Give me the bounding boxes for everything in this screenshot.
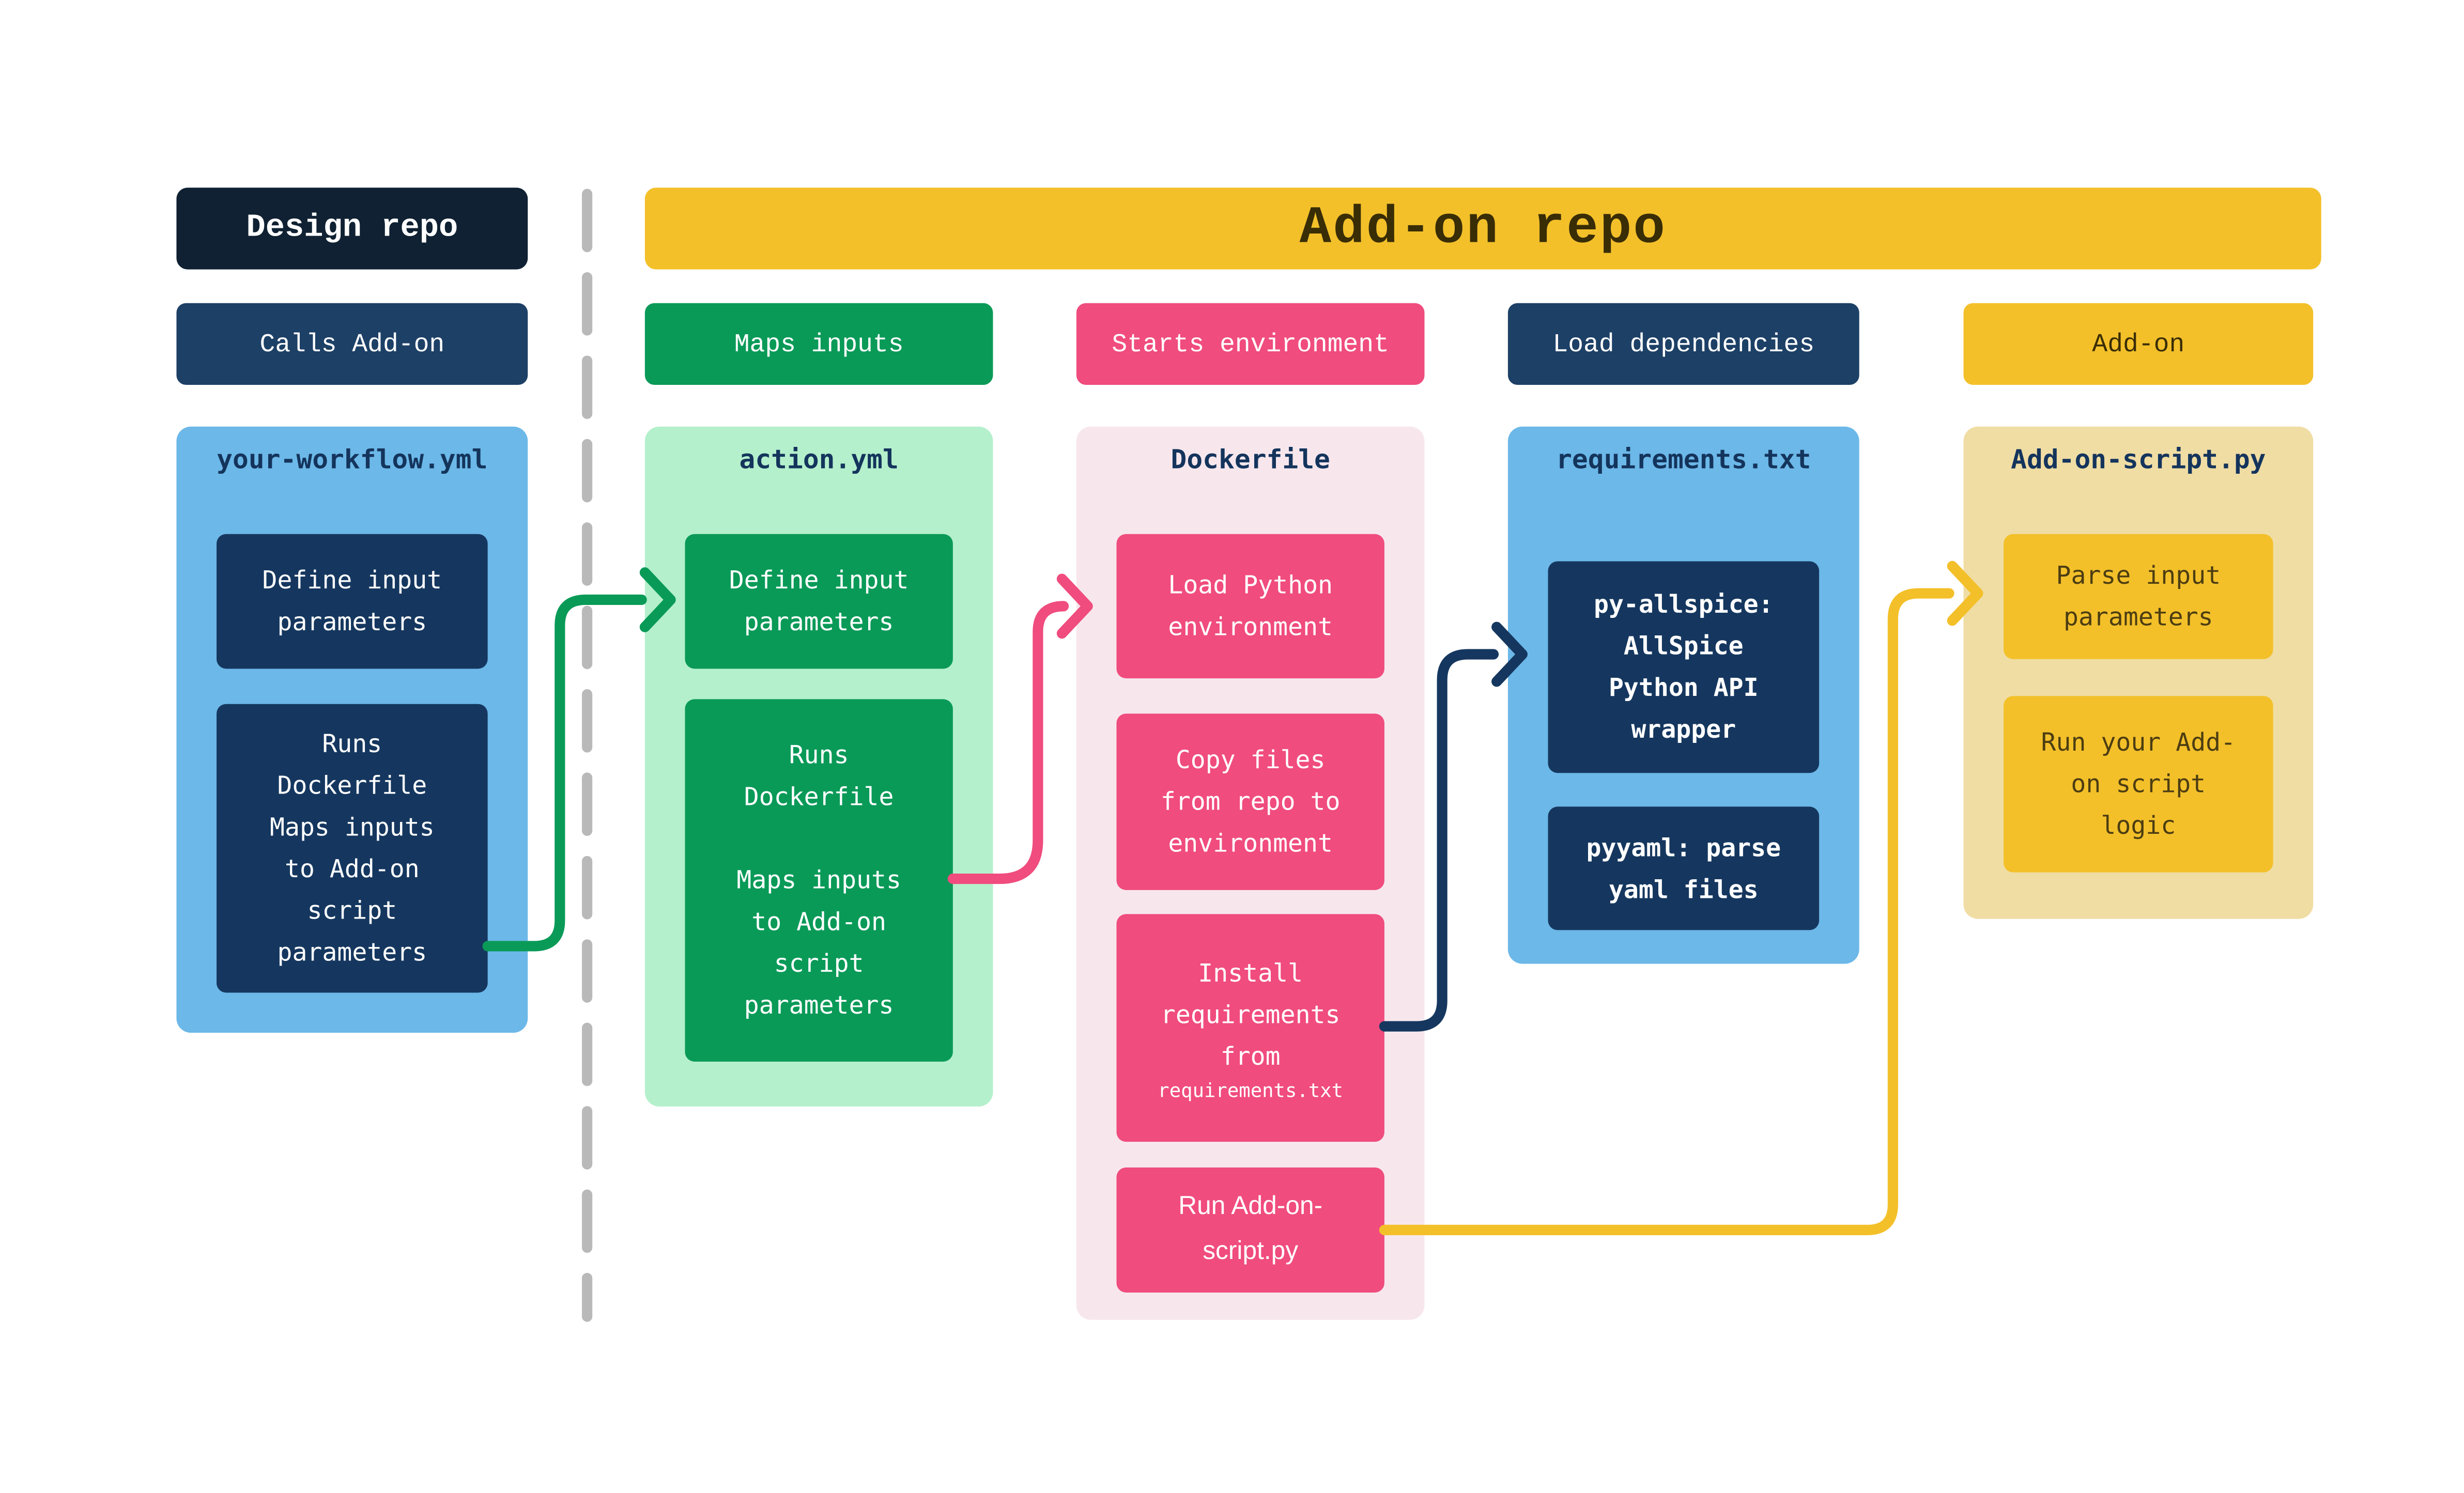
- step-label: py-allspice: AllSpice Python API wrapper: [1593, 590, 1774, 744]
- file-action-yml: action.yml Define input parameters Runs …: [644, 426, 993, 1107]
- step-label: Parse input parameters: [2056, 561, 2221, 632]
- tag-starts-environment: Starts environment: [1076, 303, 1425, 385]
- step-install-requirements: Install requirements from requirements.t…: [1116, 914, 1384, 1142]
- step-copy-files: Copy files from repo to environment: [1116, 713, 1384, 890]
- tag-maps-inputs: Maps inputs: [644, 303, 993, 385]
- step-py-allspice: py-allspice: AllSpice Python API wrapper: [1548, 561, 1820, 773]
- step-label: Define input parameters: [729, 566, 909, 637]
- design-repo-label: Design repo: [246, 210, 458, 247]
- step-label: pyyaml: parse yaml files: [1586, 833, 1781, 904]
- step-run-your-addon-logic: Run your Add- on script logic: [2004, 696, 2273, 873]
- step-label: Runs Dockerfile Maps inputs to Add-on sc…: [270, 729, 435, 967]
- tag-addon: Add-on: [1963, 303, 2314, 385]
- file-requirements-txt: requirements.txt py-allspice: AllSpice P…: [1507, 426, 1859, 964]
- tag-load-dependencies: Load dependencies: [1507, 303, 1859, 385]
- file-title: Add-on-script.py: [2011, 444, 2266, 475]
- design-repo-header: Design repo: [176, 188, 528, 270]
- tag-calls-addon: Calls Add-on: [176, 303, 528, 385]
- step-define-input-parameters: Define input parameters: [217, 534, 488, 669]
- step-label: Define input parameters: [262, 566, 442, 637]
- step-label: Install requirements from: [1160, 958, 1341, 1071]
- file-title: Dockerfile: [1171, 444, 1330, 475]
- tag-label: Add-on: [2092, 329, 2185, 359]
- step-label: Run Add-on- script.py: [1178, 1193, 1323, 1266]
- step-label: Copy files from repo to environment: [1160, 745, 1341, 858]
- file-dockerfile: Dockerfile Load Python environment Copy …: [1076, 426, 1425, 1320]
- step-load-python-environment: Load Python environment: [1116, 534, 1384, 679]
- step-run-addon-script: Run Add-on- script.py: [1116, 1167, 1384, 1293]
- step-parse-input-parameters: Parse input parameters: [2004, 534, 2273, 659]
- file-title: your-workflow.yml: [217, 444, 488, 475]
- step-pyyaml: pyyaml: parse yaml files: [1548, 806, 1820, 930]
- step-define-input-parameters: Define input parameters: [685, 534, 953, 669]
- step-code-label: requirements.txt: [1158, 1078, 1344, 1101]
- step-label: Load Python environment: [1168, 571, 1333, 642]
- file-your-workflow-yml: your-workflow.yml Define input parameter…: [176, 426, 528, 1033]
- addon-repo-header: Add-on repo: [644, 188, 2321, 270]
- tag-label: Maps inputs: [734, 329, 904, 359]
- addon-repo-label: Add-on repo: [1299, 198, 1667, 258]
- step-runs-dockerfile-maps-inputs: Runs Dockerfile Maps inputs to Add-on sc…: [685, 699, 953, 1062]
- file-addon-script-py: Add-on-script.py Parse input parameters …: [1963, 426, 2314, 919]
- step-label: Run your Add- on script logic: [2041, 728, 2236, 841]
- step-runs-dockerfile-maps-inputs: Runs Dockerfile Maps inputs to Add-on sc…: [217, 704, 488, 993]
- tag-label: Starts environment: [1112, 329, 1389, 359]
- step-label: Runs Dockerfile Maps inputs to Add-on sc…: [736, 741, 902, 1020]
- tag-label: Calls Add-on: [259, 329, 445, 359]
- file-title: action.yml: [739, 444, 899, 475]
- file-title: requirements.txt: [1556, 444, 1811, 475]
- tag-label: Load dependencies: [1552, 329, 1815, 359]
